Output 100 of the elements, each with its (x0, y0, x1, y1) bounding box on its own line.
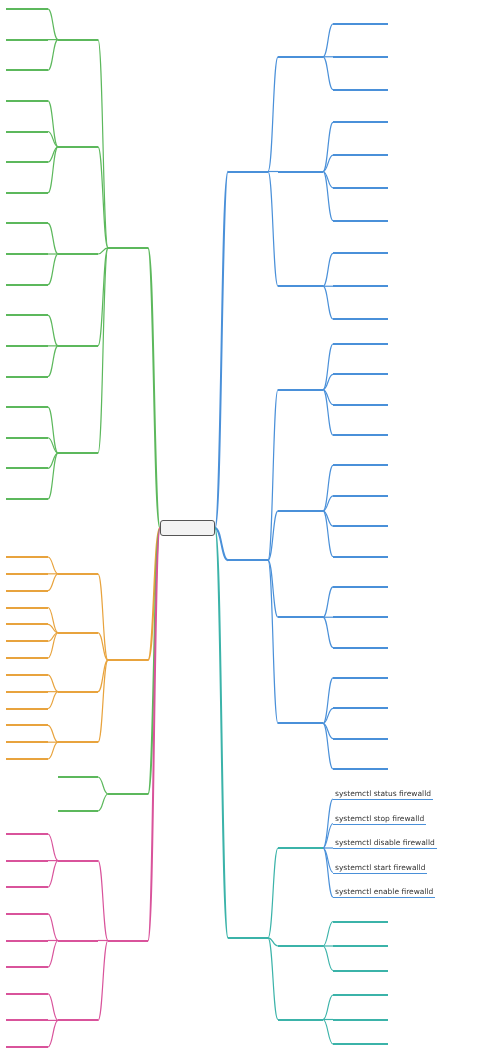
topic-underline (278, 945, 323, 947)
topic-underline (108, 939, 148, 942)
topic-underline (6, 467, 48, 470)
branch-connector (97, 573, 109, 661)
branch-connector (322, 616, 334, 649)
topic-underline (58, 145, 98, 148)
topic-underline (6, 556, 48, 558)
topic-underline (108, 659, 148, 662)
topic-underline (278, 55, 323, 58)
topic-underline (6, 939, 48, 942)
topic-underline (228, 936, 268, 939)
topic-underline (58, 631, 98, 634)
branch-connector (47, 253, 59, 255)
topic-underline (58, 741, 98, 744)
branch-connector (322, 285, 334, 320)
branch-connector (322, 847, 334, 898)
topic-underline (58, 253, 98, 255)
topic-underline (333, 920, 388, 923)
branch-connector (322, 510, 334, 527)
topic-underline (58, 344, 98, 347)
topic-underline (6, 69, 48, 72)
topic-underline (6, 283, 48, 286)
topic-underline (58, 1019, 98, 1022)
branch-connector (267, 937, 279, 1021)
topic-underline (278, 509, 323, 512)
branch-connector (147, 246, 161, 529)
topic-underline (228, 559, 268, 562)
branch-connector (267, 937, 279, 947)
branch-connector (322, 945, 334, 972)
branch-connector (147, 527, 161, 795)
topic-underline (333, 707, 388, 710)
branch-connector (97, 247, 109, 347)
branch-connector (322, 847, 334, 849)
branch-connector (322, 920, 334, 947)
branch-connector (47, 632, 59, 659)
branch-connector (47, 146, 59, 163)
topic-underline (58, 572, 98, 575)
branch-connector (47, 345, 59, 347)
branch-connector (47, 556, 59, 575)
branch-connector (322, 343, 334, 391)
topic-underline (6, 314, 48, 317)
branch-connector (322, 252, 334, 287)
topic-underline (333, 676, 388, 679)
topic-underline (6, 99, 48, 102)
topic-underline (333, 646, 388, 649)
topic-underline (333, 318, 388, 320)
topic-underline (333, 88, 388, 91)
branch-connector (47, 406, 59, 454)
topic-underline (333, 464, 388, 467)
topic-underline (6, 640, 48, 643)
topic-underline (333, 737, 388, 740)
branch-connector (47, 8, 59, 41)
branch-connector (322, 798, 334, 849)
topic-underline (333, 969, 388, 972)
branch-connector (47, 606, 59, 634)
topic-underline (58, 776, 98, 778)
topic-underline (333, 154, 388, 157)
topic-underline (333, 494, 388, 497)
topic-underline (333, 373, 388, 376)
branch-connector (322, 707, 334, 725)
branch-connector (47, 452, 59, 469)
branch-connector (47, 833, 59, 862)
topic-underline (6, 623, 48, 626)
branch-connector (47, 314, 59, 347)
branch-connector (322, 121, 334, 173)
topic-underline (333, 994, 388, 996)
branch-connector (47, 860, 59, 888)
branch-connector (322, 154, 334, 173)
branch-connector (214, 527, 229, 562)
topic-underline (6, 436, 48, 439)
branch-connector (322, 495, 334, 512)
topic-underline (333, 434, 388, 437)
topic-underline (6, 572, 48, 575)
branch-connector (47, 741, 59, 760)
branch-connector (322, 945, 334, 947)
topic-underline (6, 38, 48, 41)
topic-underline (333, 186, 388, 189)
topic-underline (333, 403, 388, 406)
topic-underline (6, 724, 48, 727)
topic-underline (6, 344, 48, 347)
branch-connector (97, 247, 109, 454)
topic-underline (6, 498, 48, 500)
branch-connector (322, 586, 334, 618)
topic-underline (58, 38, 98, 41)
branch-connector (322, 170, 334, 189)
branch-connector (47, 130, 59, 148)
topic-underline (333, 945, 388, 947)
topic-underline (6, 690, 48, 693)
branch-connector (267, 170, 279, 287)
topic-underline (333, 525, 388, 528)
topic-underline (333, 343, 388, 345)
branch-connector (97, 146, 109, 249)
topic-underline (6, 606, 48, 609)
topic-underline (108, 246, 148, 249)
branch-connector (47, 913, 59, 942)
topic-underline (6, 1019, 48, 1022)
branch-connector (47, 1019, 59, 1048)
branch-connector (322, 56, 334, 91)
branch-connector (47, 39, 59, 71)
topic-underline (333, 219, 388, 222)
